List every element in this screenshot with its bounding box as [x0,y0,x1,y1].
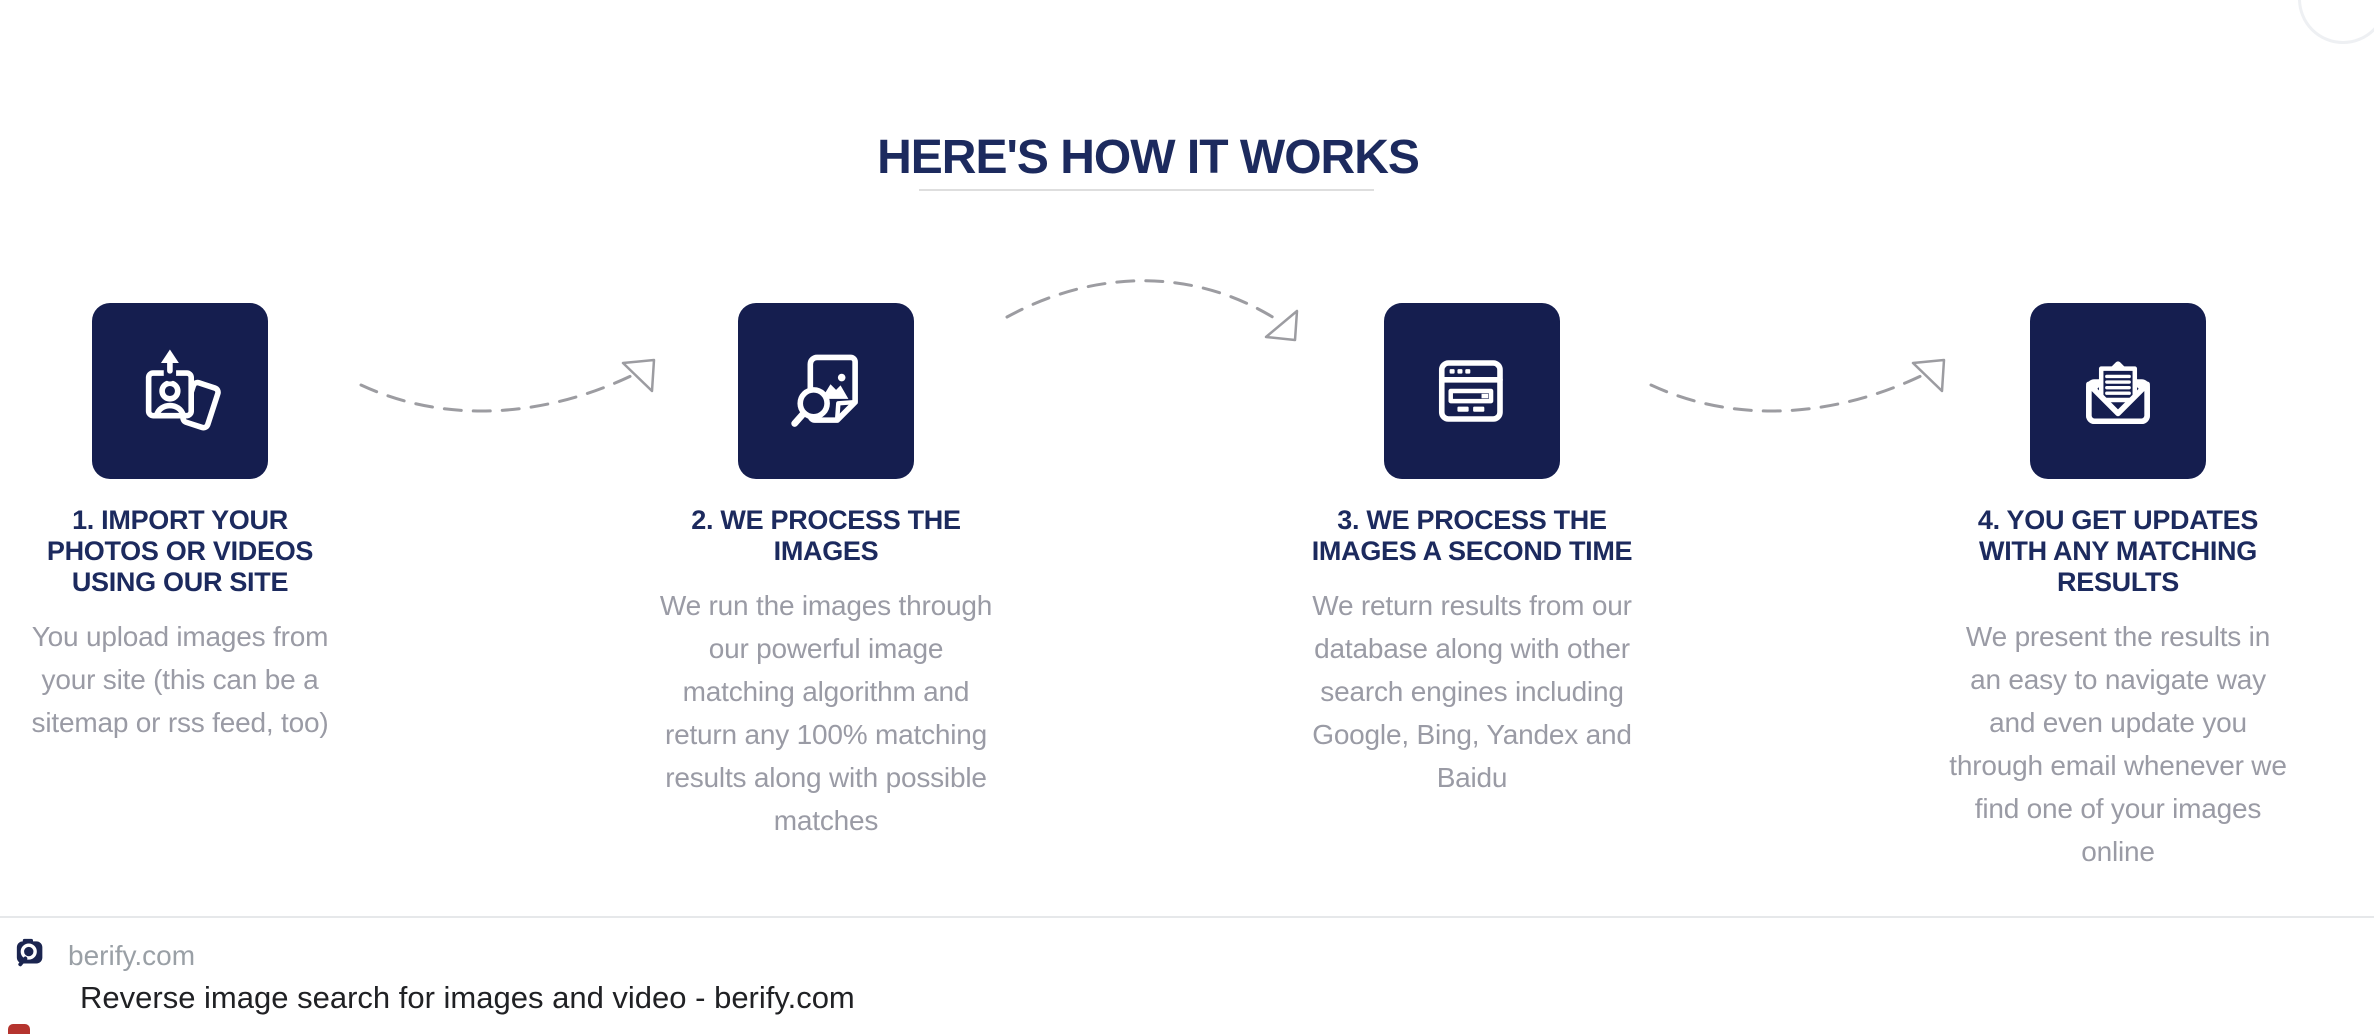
next-result-favicon-partial [8,1024,30,1034]
step-2-title: 2. WE PROCESS THE IMAGES [691,505,961,566]
dashed-arrow-2 [1005,279,1299,342]
dashed-arrow-1 [359,358,656,413]
step-3-icon-box [1384,303,1560,479]
search-result[interactable]: berify.com Reverse image search for imag… [16,936,1216,1028]
step-4-title: 4. YOU GET UPDATES WITH ANY MATCHING RES… [1977,505,2259,597]
step-2: 2. WE PROCESS THE IMAGES We run the imag… [654,303,998,873]
step-2-description: We run the images through our powerful i… [659,590,993,836]
section-title: HERE'S HOW IT WORKS [877,131,1420,185]
step-2-icon-box [738,303,914,479]
result-domain: berify.com [68,940,196,971]
step-3-title: 3. WE PROCESS THE IMAGES A SECOND TIME [1311,505,1633,566]
image-search-document-icon [791,354,858,427]
footer-divider [0,916,2374,918]
step-4-description: We present the results in an easy to nav… [1949,621,2287,867]
result-title-link[interactable]: Reverse image search for images and vide… [80,980,855,1015]
upload-photos-icon [145,349,221,431]
step-1-description: You upload images from your site (this c… [31,621,329,738]
berify-favicon [16,938,43,967]
step-4: 4. YOU GET UPDATES WITH ANY MATCHING RES… [1946,303,2290,873]
step-3-description: We return results from our database alon… [1312,590,1632,793]
steps-row: 1. IMPORT YOUR PHOTOS OR VIDEOS USING OU… [8,279,2290,873]
step-1: 1. IMPORT YOUR PHOTOS OR VIDEOS USING OU… [8,303,352,873]
title-divider [919,189,1374,191]
dashed-arrow-3 [1649,358,1946,413]
email-updates-icon [2086,361,2150,425]
step-3: 3. WE PROCESS THE IMAGES A SECOND TIME W… [1300,303,1644,873]
step-4-icon-box [2030,303,2206,479]
step-1-icon-box [92,303,268,479]
step-1-title: 1. IMPORT YOUR PHOTOS OR VIDEOS USING OU… [46,505,314,597]
cropped-element-edge [2298,0,2374,44]
browser-results-icon [1438,360,1503,422]
